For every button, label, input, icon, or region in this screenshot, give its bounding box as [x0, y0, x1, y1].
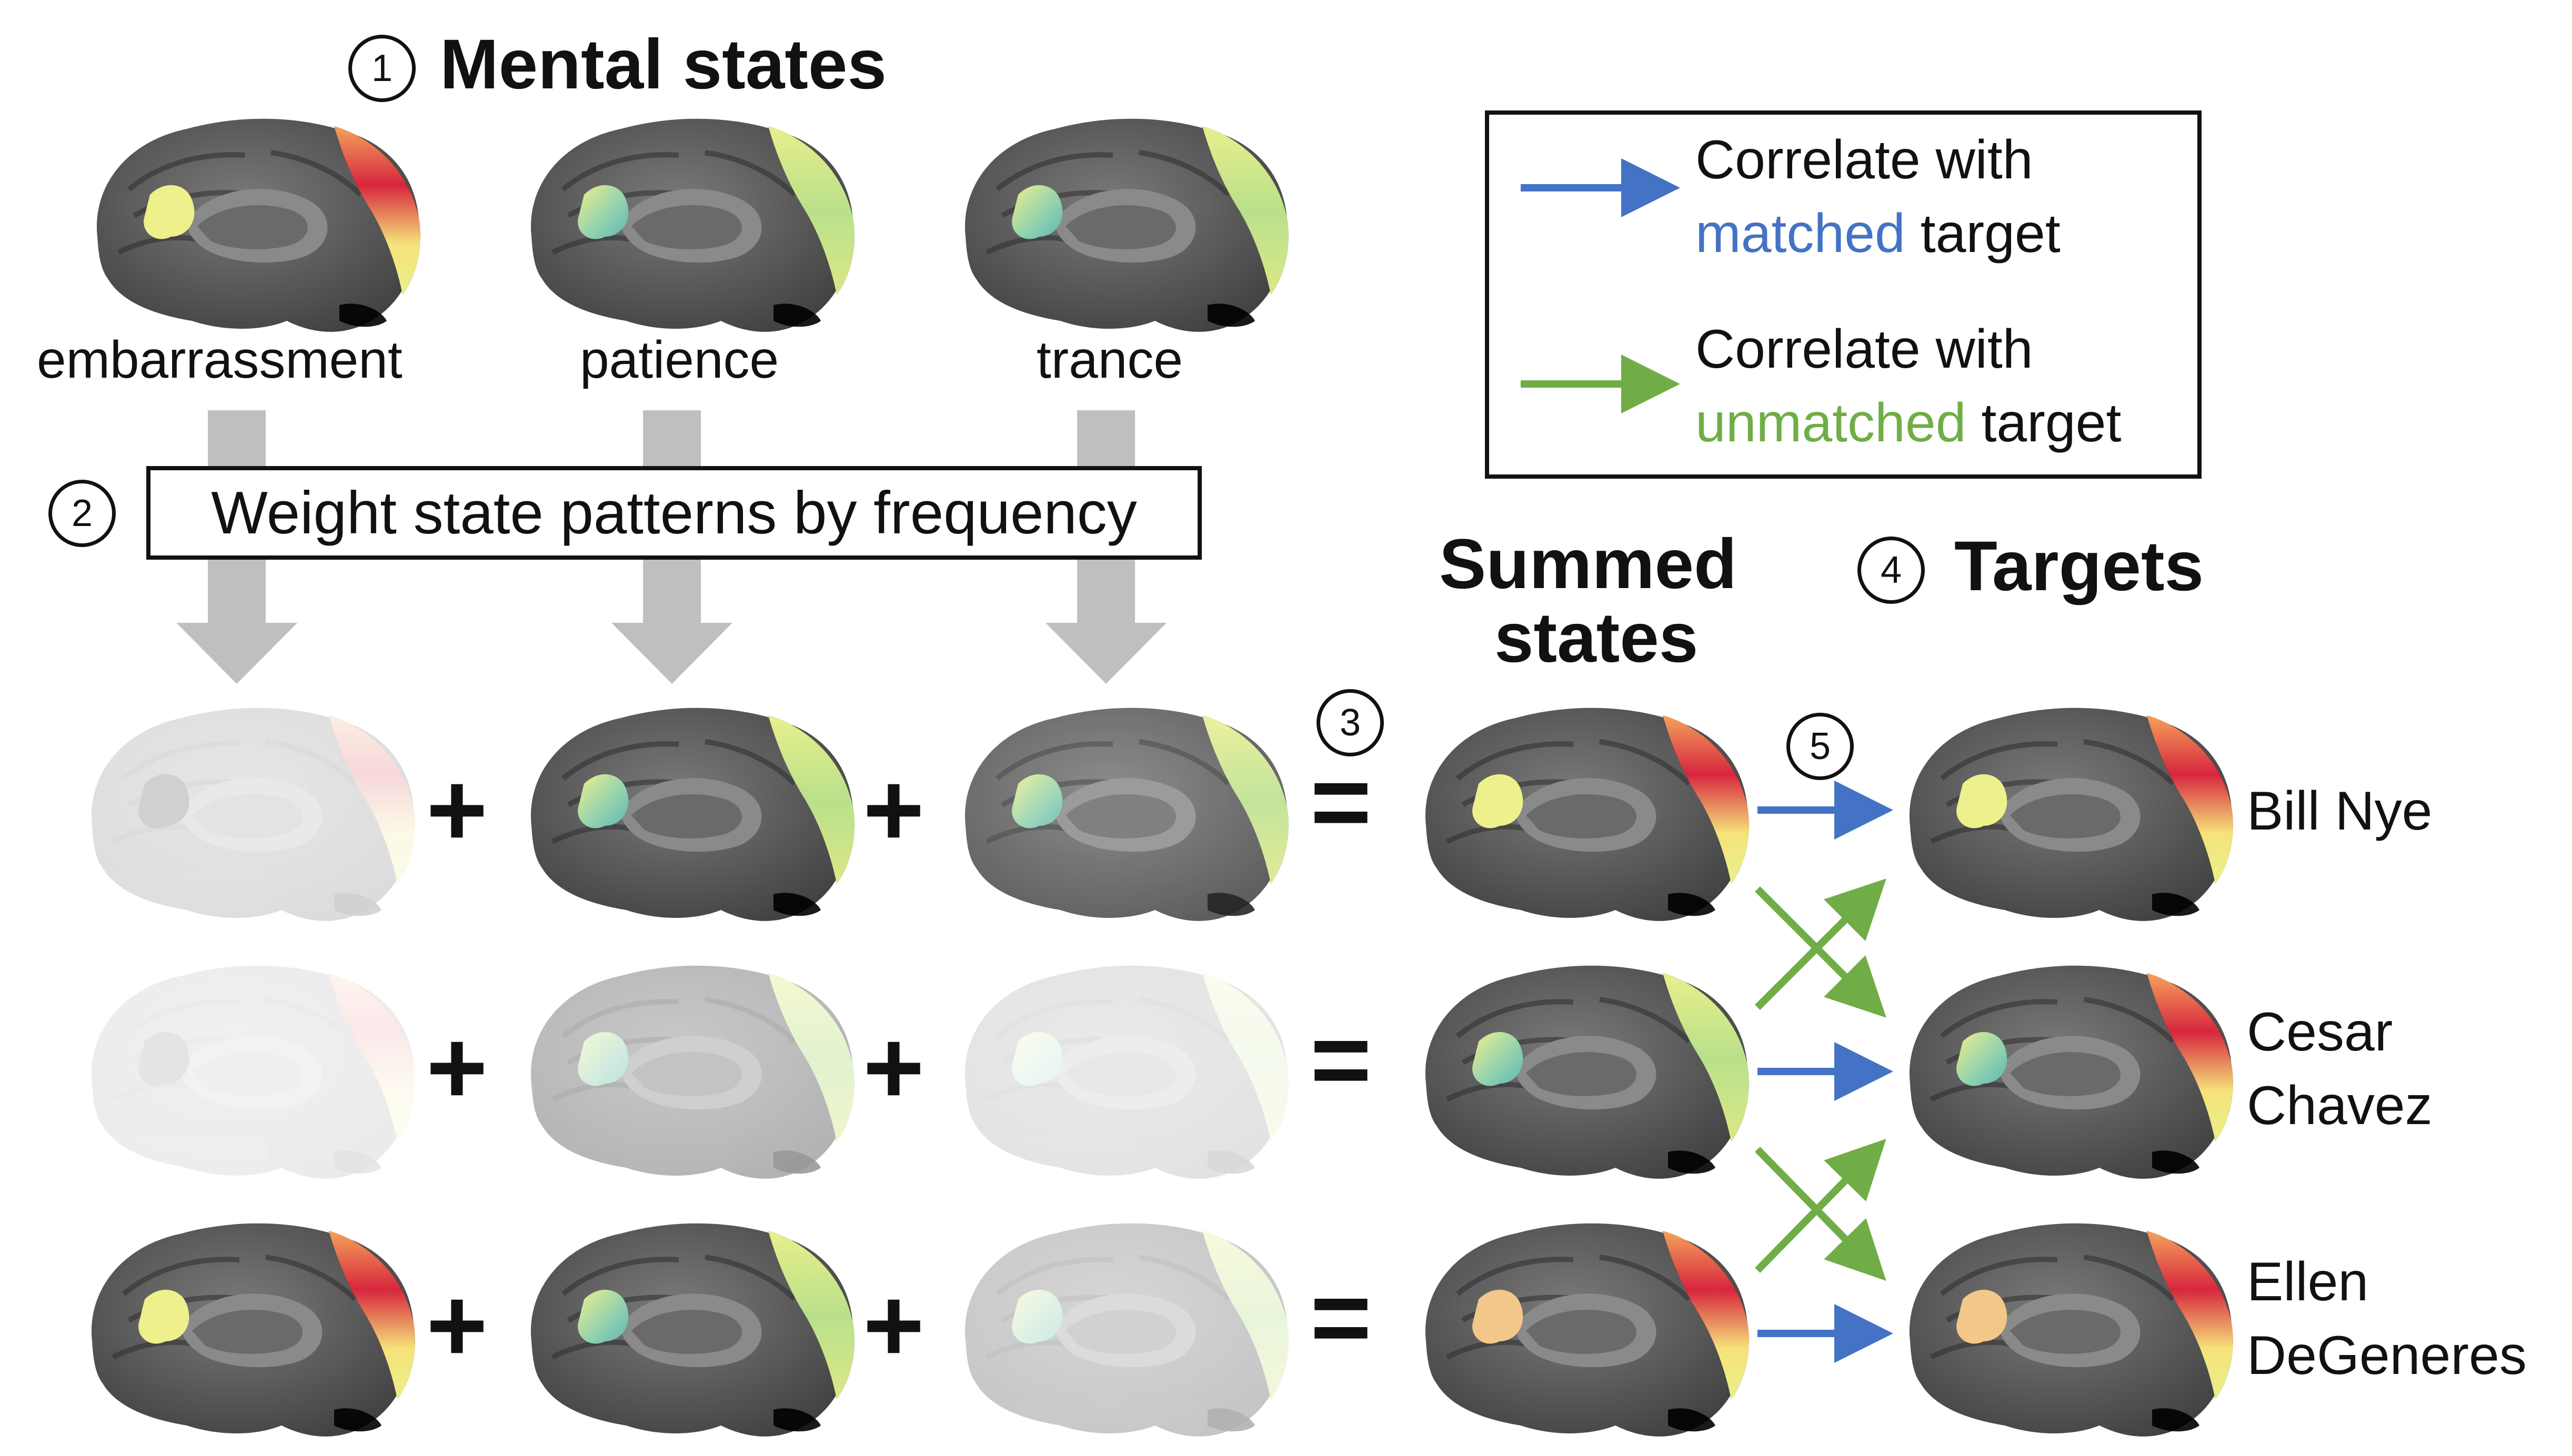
state-label-patience: patience: [580, 330, 779, 389]
plus-r2-1: +: [426, 1009, 488, 1126]
state-label-embarrassment: embarrassment: [37, 330, 403, 389]
gray-arrow-3: [1046, 410, 1167, 684]
legend-unmatched-rest: target: [1966, 392, 2122, 453]
target-brain-3: [1910, 1224, 2233, 1437]
step-3-badge: 3: [1317, 689, 1384, 756]
summed-brain-2: [1425, 966, 1749, 1179]
plus-r2-2: +: [863, 1009, 925, 1126]
weighted-brain-r1-c1: [92, 708, 415, 921]
legend-matched-line1: Correlate with: [1695, 129, 2033, 190]
target-brain-2: [1910, 966, 2233, 1179]
gray-arrow-1: [176, 410, 297, 684]
plus-r3-2: +: [863, 1267, 925, 1384]
legend-box: [1485, 110, 2202, 479]
equals-r1: =: [1310, 743, 1372, 861]
legend-unmatched-highlight: unmatched: [1695, 392, 1966, 453]
weighted-brain-r3-c1: [92, 1224, 415, 1437]
legend-unmatched-line1: Correlate with: [1695, 319, 2033, 380]
target-name-2-line1: Cesar: [2247, 1002, 2393, 1063]
legend-unmatched-line2: unmatched target: [1695, 396, 2121, 450]
targets-title: Targets: [1954, 527, 2204, 605]
mental-states-title: Mental states: [440, 25, 887, 104]
target-brain-1: [1910, 708, 2233, 921]
weighted-brain-r3-c3: [965, 1224, 1289, 1437]
weighted-brain-r2-c2: [531, 966, 855, 1179]
target-name-2-line2: Chavez: [2247, 1075, 2433, 1136]
summed-brain-3: [1425, 1224, 1749, 1437]
summed-states-title-line2: states: [1494, 599, 1699, 677]
target-name-3-line2: DeGeneres: [2247, 1325, 2527, 1386]
equals-r2: =: [1310, 1001, 1372, 1118]
step-2-badge: 2: [48, 480, 116, 547]
unmatched-arrow-4: [1754, 1147, 1886, 1281]
weight-box: Weight state patterns by frequency: [146, 466, 1202, 560]
gray-arrow-2: [611, 410, 732, 684]
step-4-badge: 4: [1857, 537, 1925, 604]
weighted-brain-r1-c3: [965, 708, 1289, 921]
summed-brain-1: [1425, 708, 1749, 921]
step-5-badge: 5: [1786, 713, 1854, 780]
brain-embarrassment: [97, 119, 420, 332]
legend-matched-highlight: matched: [1695, 203, 1905, 264]
summed-states-title-line1: Summed: [1439, 525, 1737, 603]
unmatched-arrow-2: [1755, 886, 1886, 1018]
legend-matched-rest: target: [1905, 203, 2061, 264]
plus-r1-2: +: [863, 751, 925, 868]
weight-box-label: Weight state patterns by frequency: [211, 479, 1137, 547]
brain-trance: [965, 119, 1289, 332]
legend-matched-line2: matched target: [1695, 206, 2061, 261]
target-name-3-line1: Ellen: [2247, 1251, 2369, 1312]
weighted-brain-r2-c1: [92, 966, 415, 1179]
state-label-trance: trance: [1037, 330, 1183, 389]
weighted-brain-r2-c3: [965, 966, 1289, 1179]
weighted-brain-r1-c2: [531, 708, 855, 921]
weighted-brain-r3-c2: [531, 1224, 855, 1437]
brain-patience: [531, 119, 855, 332]
plus-r3-1: +: [426, 1267, 488, 1384]
step-1-badge: 1: [348, 35, 416, 102]
target-name-1: Bill Nye: [2247, 781, 2433, 842]
equals-r3: =: [1310, 1259, 1372, 1376]
plus-r1-1: +: [426, 751, 488, 868]
